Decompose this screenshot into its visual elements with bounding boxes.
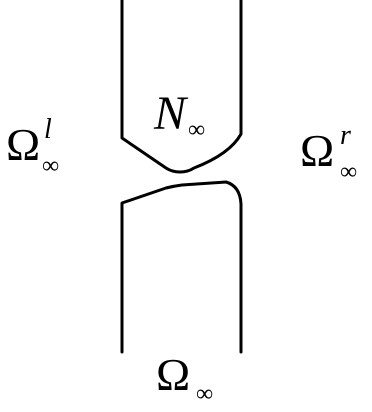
bottom-domain-symbol: Ω: [156, 349, 191, 400]
right-domain-superscript: r: [340, 120, 351, 151]
lower-channel-outline: [120, 180, 243, 354]
right-domain-symbol: Ω: [300, 125, 335, 176]
neck-subscript: ∞: [188, 117, 206, 143]
neck-symbol: N: [154, 87, 187, 140]
neck-label: N ∞: [154, 87, 205, 143]
left-domain-superscript: l: [44, 114, 52, 145]
left-domain-subscript: ∞: [42, 153, 60, 179]
bottom-domain-label: Ω ∞: [156, 349, 213, 407]
bottom-domain-subscript: ∞: [196, 381, 214, 407]
left-domain-label: Ω l ∞: [6, 116, 59, 179]
upper-channel-outline: [120, 0, 243, 174]
left-domain-symbol: Ω: [6, 119, 41, 170]
right-domain-subscript: ∞: [340, 159, 358, 185]
right-domain-label: Ω r ∞: [300, 122, 357, 185]
